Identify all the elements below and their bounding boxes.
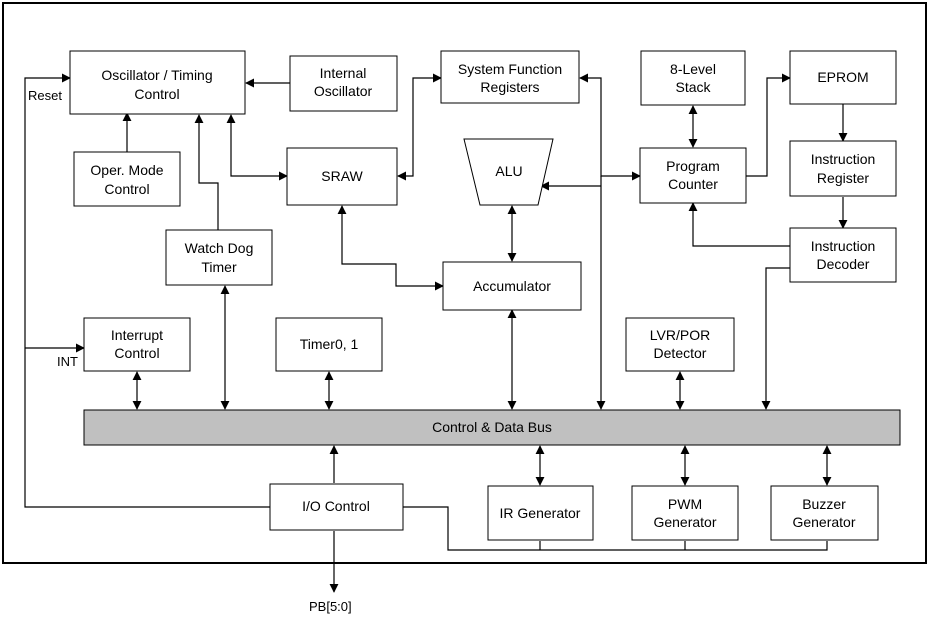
accumulator-block: Accumulator (442, 261, 582, 311)
svg-text:Control: Control (104, 181, 149, 197)
svg-text:Control: Control (134, 86, 179, 102)
svg-text:Generator: Generator (792, 514, 855, 530)
svg-text:Buzzer: Buzzer (802, 496, 846, 512)
svg-text:Oscillator: Oscillator (314, 83, 373, 99)
svg-text:Watch Dog: Watch Dog (185, 240, 254, 256)
instruction-decoder-block: Instruction Decoder (789, 227, 897, 283)
svg-text:8-Level: 8-Level (670, 61, 716, 77)
interrupt-control-block: Interrupt Control (83, 317, 191, 372)
timer-block: Timer0, 1 (275, 317, 383, 372)
int-pin-label: INT (57, 354, 78, 369)
svg-text:I/O Control: I/O Control (302, 498, 370, 514)
svg-text:Instruction: Instruction (811, 238, 876, 254)
alu-block: ALU (463, 138, 554, 206)
svg-text:EPROM: EPROM (817, 69, 868, 85)
svg-text:Interrupt: Interrupt (111, 327, 163, 343)
svg-text:ALU: ALU (495, 163, 522, 179)
chip-boundary (2, 2, 927, 564)
svg-text:LVR/POR: LVR/POR (650, 327, 710, 343)
system-function-registers-block: System Function Registers (440, 50, 580, 104)
svg-text:Control: Control (114, 345, 159, 361)
program-counter-block: Program Counter (639, 147, 747, 204)
pwm-generator-block: PWM Generator (631, 485, 739, 541)
reset-pin-label: Reset (28, 88, 62, 103)
sraw-block: SRAW (286, 147, 398, 206)
connections (24, 73, 848, 593)
svg-text:Register: Register (817, 170, 869, 186)
pb-pin-label: PB[5:0] (309, 599, 352, 614)
svg-text:PWM: PWM (668, 496, 702, 512)
instruction-register-block: Instruction Register (789, 140, 897, 197)
lvr-por-detector-block: LVR/POR Detector (625, 317, 735, 372)
svg-text:Detector: Detector (654, 345, 707, 361)
svg-text:Oper. Mode: Oper. Mode (90, 162, 163, 178)
svg-text:Registers: Registers (480, 79, 539, 95)
svg-text:Control & Data Bus: Control & Data Bus (432, 419, 552, 435)
svg-text:Timer: Timer (201, 259, 237, 275)
svg-text:SRAW: SRAW (321, 168, 363, 184)
stack-block: 8-Level Stack (640, 50, 746, 106)
svg-text:Generator: Generator (653, 514, 716, 530)
svg-text:Stack: Stack (675, 79, 711, 95)
svg-text:Counter: Counter (668, 176, 718, 192)
svg-text:Instruction: Instruction (811, 151, 876, 167)
svg-text:Accumulator: Accumulator (473, 278, 551, 294)
svg-text:IR Generator: IR Generator (500, 505, 581, 521)
svg-text:Oscillator / Timing: Oscillator / Timing (101, 67, 212, 83)
oscillator-timing-control-block: Oscillator / Timing Control (69, 50, 246, 115)
watch-dog-timer-block: Watch Dog Timer (165, 229, 273, 286)
buzzer-generator-block: Buzzer Generator (770, 485, 879, 541)
eprom-block: EPROM (789, 50, 897, 105)
ir-generator-block: IR Generator (487, 485, 594, 541)
svg-text:Timer0, 1: Timer0, 1 (300, 336, 359, 352)
svg-text:Program: Program (666, 158, 720, 174)
oper-mode-control-block: Oper. Mode Control (73, 151, 181, 207)
svg-text:System Function: System Function (458, 61, 562, 77)
svg-text:Internal: Internal (320, 65, 367, 81)
io-control-block: I/O Control (269, 483, 404, 531)
internal-oscillator-block: Internal Oscillator (289, 55, 398, 112)
control-data-bus: Control & Data Bus (83, 409, 901, 446)
svg-text:Decoder: Decoder (817, 256, 870, 272)
